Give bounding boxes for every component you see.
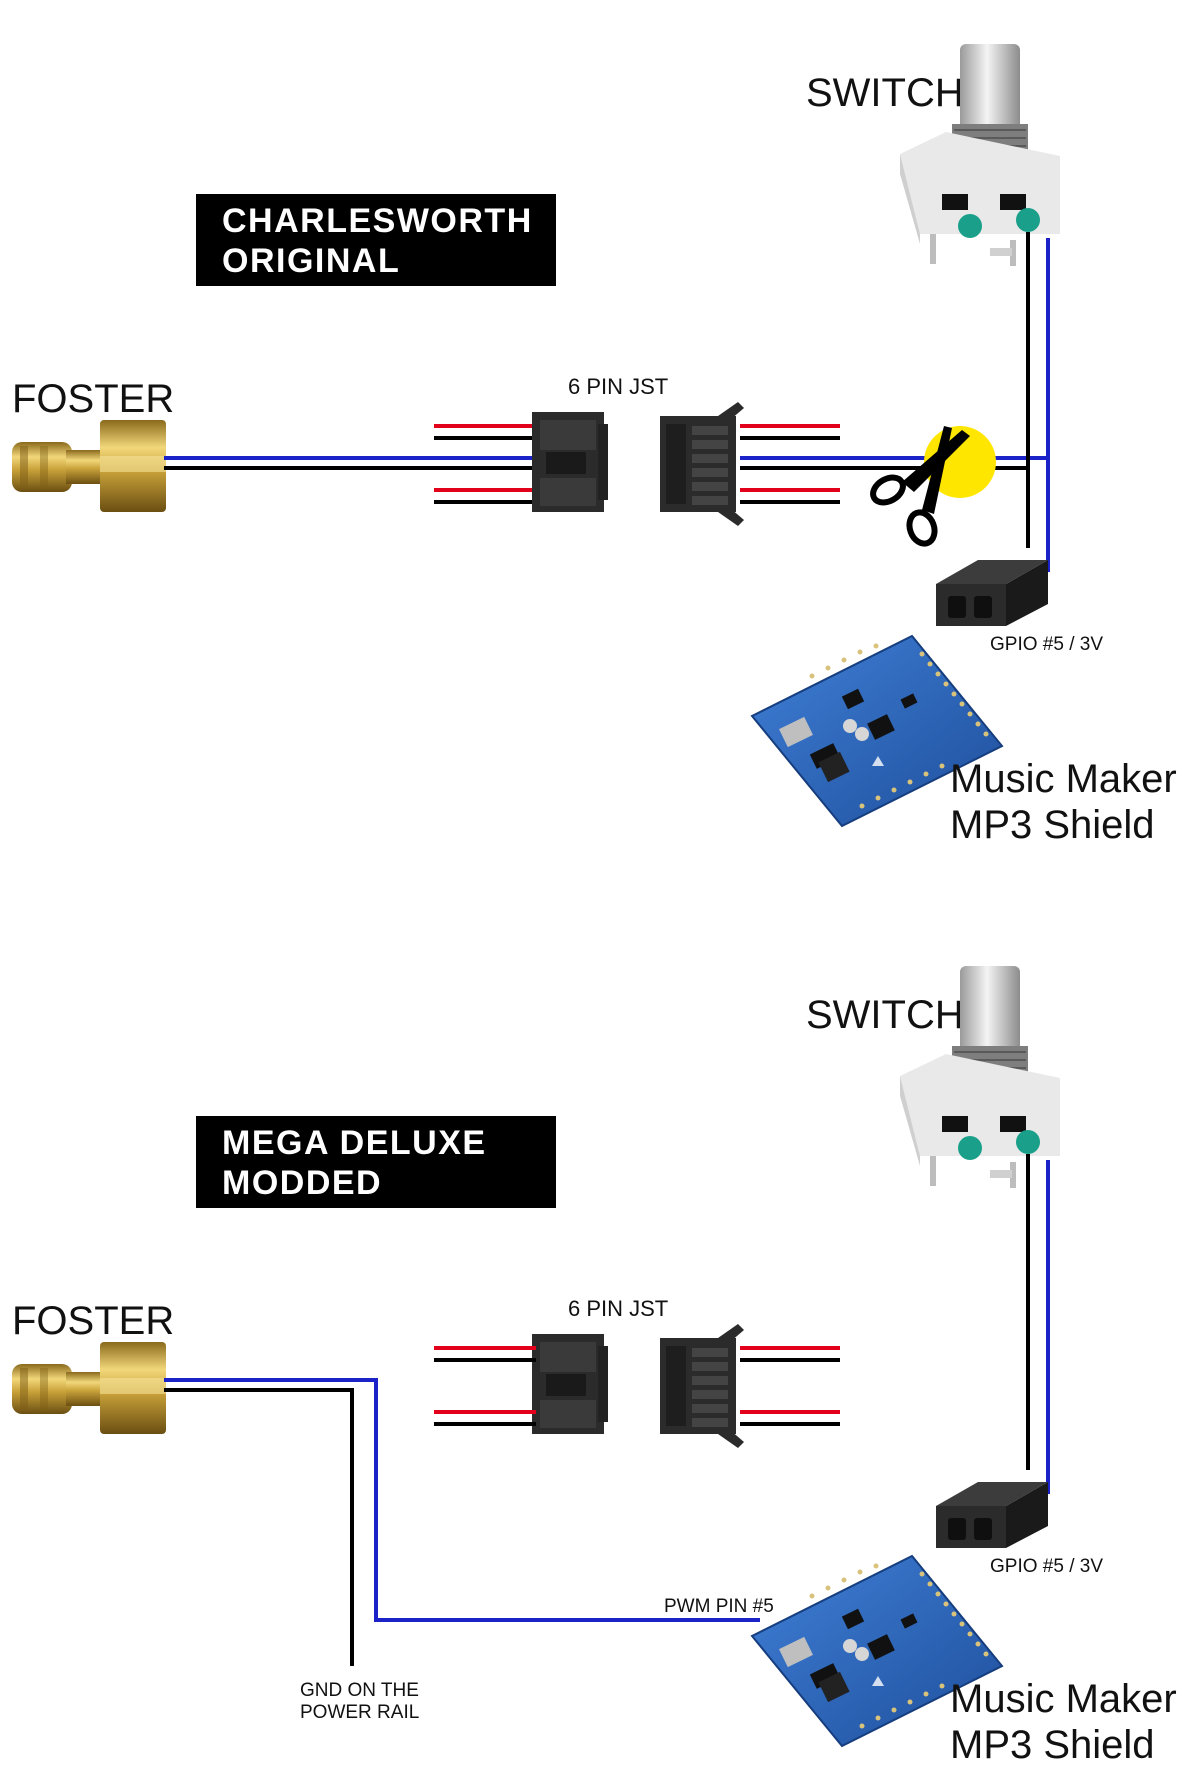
foster-fitting-icon xyxy=(12,1342,166,1434)
board-label-line-1: Music Maker xyxy=(950,757,1177,801)
foster-wires xyxy=(164,456,536,470)
switch-label: SWITCH xyxy=(806,993,964,1037)
gpio-label: GPIO #5 / 3V xyxy=(990,634,1103,655)
jst-label: 6 PIN JST xyxy=(568,1296,668,1321)
title-banner xyxy=(196,1116,556,1208)
gnd-label-line-2: POWER RAIL xyxy=(300,1702,419,1723)
gpio-label: GPIO #5 / 3V xyxy=(990,1556,1103,1577)
gnd-label-line-1: GND ON THE xyxy=(300,1680,419,1701)
title-banner xyxy=(196,194,556,286)
two-pin-header-icon xyxy=(936,1482,1048,1548)
jst-right-wires xyxy=(740,424,1048,504)
foster-label: FOSTER xyxy=(12,377,174,421)
board-label-line-1: Music Maker xyxy=(950,1677,1177,1721)
jst-left-wires xyxy=(434,424,536,504)
switch-wires xyxy=(1026,1154,1050,1494)
diagram-original: CHARLESWORTH ORIGINAL FOSTER 6 PIN JST xyxy=(12,43,1177,847)
switch-wires xyxy=(1026,232,1050,572)
pwm-label: PWM PIN #5 xyxy=(664,1596,774,1617)
board-label-line-2: MP3 Shield xyxy=(950,1723,1155,1767)
foster-wires xyxy=(164,1378,760,1666)
title-line-1: MEGA DELUXE xyxy=(222,1124,487,1162)
two-pin-header-icon xyxy=(936,560,1048,626)
diagram-modded: MEGA DELUXE MODDED FOSTER PWM PIN #5 GND… xyxy=(12,965,1177,1767)
title-line-2: MODDED xyxy=(222,1164,382,1202)
title-line-1: CHARLESWORTH xyxy=(222,202,533,240)
board-label-line-2: MP3 Shield xyxy=(950,803,1155,847)
foster-fitting-icon xyxy=(12,420,166,512)
title-line-2: ORIGINAL xyxy=(222,242,400,280)
jst-wires xyxy=(434,1346,840,1426)
jst-label: 6 PIN JST xyxy=(568,374,668,399)
jst-connector-icon xyxy=(532,402,744,526)
jst-connector-icon xyxy=(532,1324,744,1448)
scissors-icon xyxy=(870,426,970,547)
foster-label: FOSTER xyxy=(12,1299,174,1343)
switch-label: SWITCH xyxy=(806,71,964,115)
